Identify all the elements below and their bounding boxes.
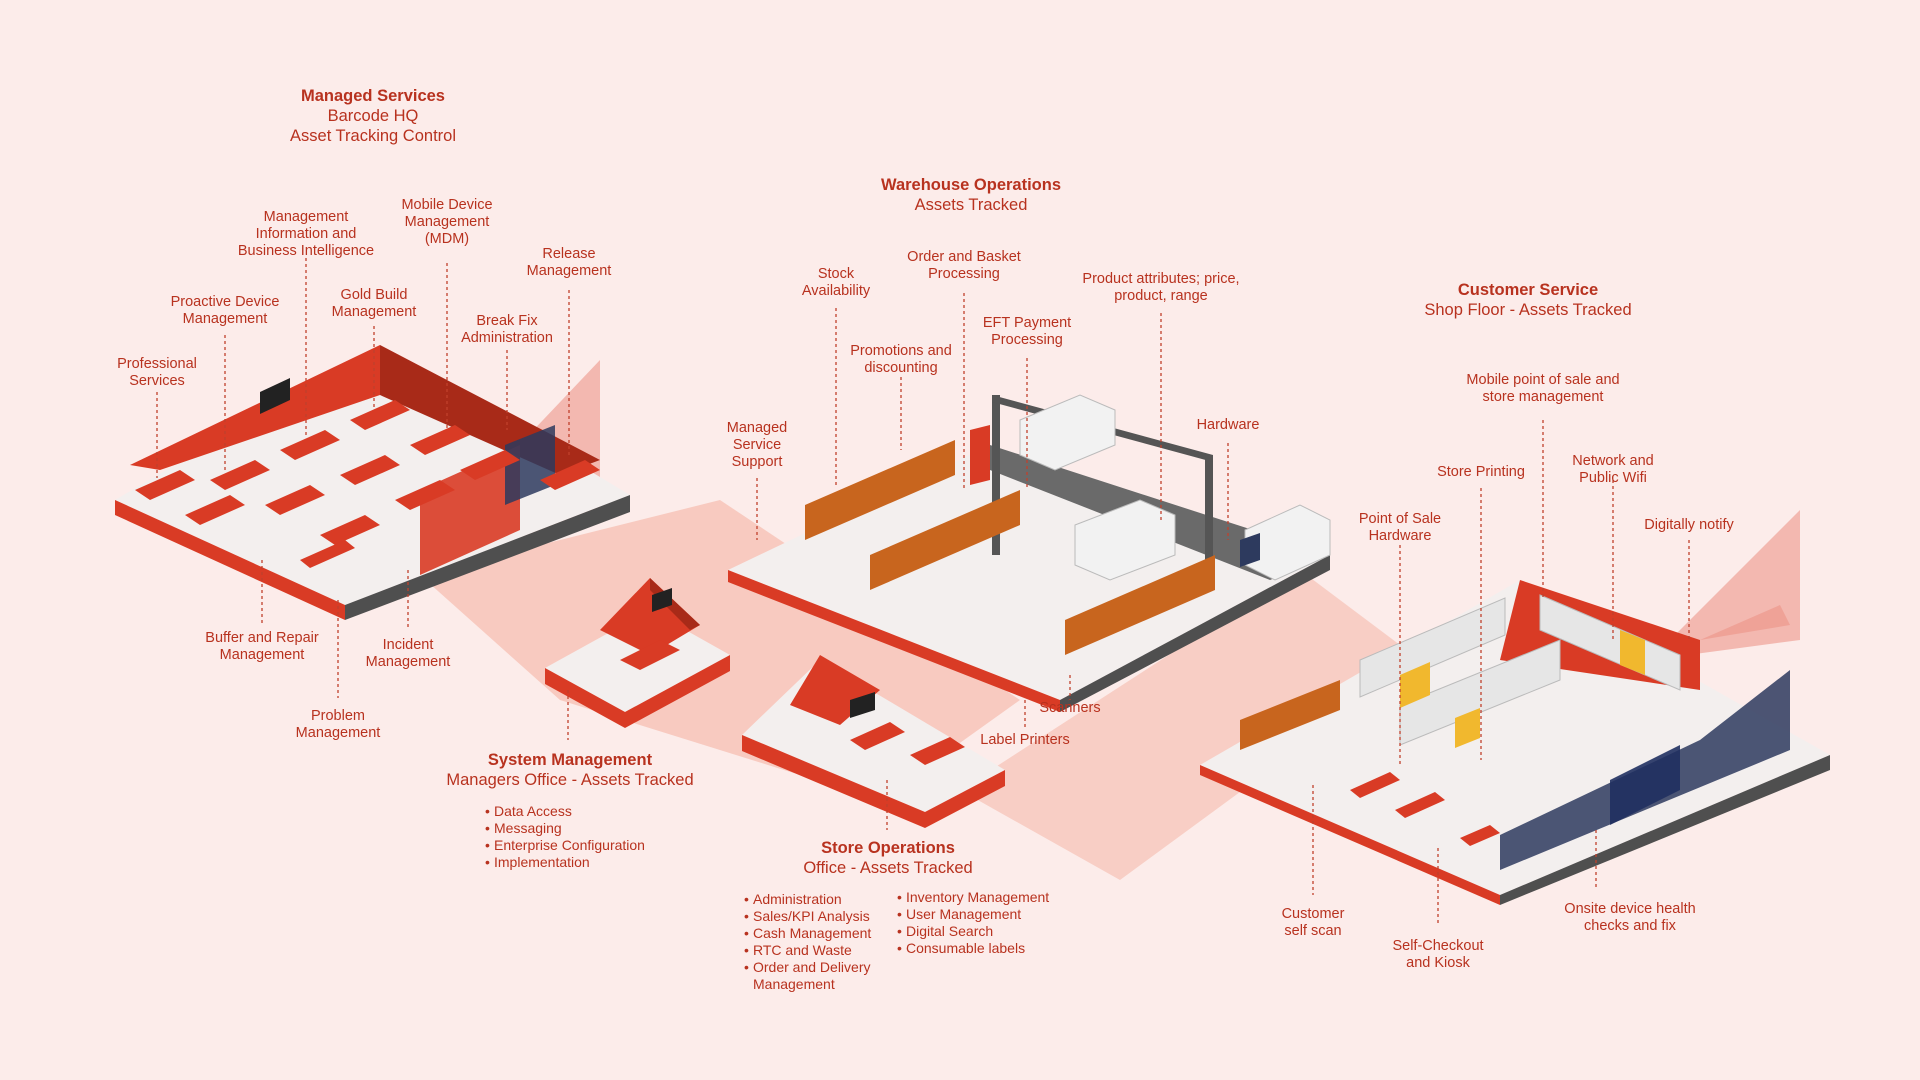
list-item: Digital Search [897, 923, 1049, 940]
shop-shelves [1240, 594, 1681, 750]
list-item: Implementation [485, 854, 645, 871]
label-store-printing: Store Printing [1437, 464, 1525, 480]
section-title: Managed Services [300, 87, 445, 105]
label-buffer-repair: Buffer and Repair Management [205, 630, 319, 663]
list-item: RTC and Waste [744, 942, 871, 959]
light-cone [1700, 605, 1790, 640]
label-mdm: Mobile Device Management (MDM) [401, 197, 493, 247]
system-mgmt-room [545, 578, 730, 728]
label-customer-self-scan: Customer self scan [1281, 906, 1345, 939]
warehouse-shelves [805, 440, 1215, 655]
label-scanners: Scanners [1039, 700, 1101, 716]
label-onsite-health: Onsite device health checks and fix [1564, 901, 1696, 934]
label-product-attributes: Product attributes; price, product, rang… [1082, 271, 1240, 304]
list-item: User Management [897, 906, 1049, 923]
label-pos-hardware: Point of Sale Hardware [1358, 511, 1442, 544]
list-item: Enterprise Configuration [485, 837, 645, 854]
system-management-list: Data Access Messaging Enterprise Configu… [485, 803, 645, 871]
store-operations-block: Store Operations Office - Assets Tracked [803, 838, 972, 878]
label-mobile-pos: Mobile point of sale and store managemen… [1466, 372, 1620, 405]
section-title: System Management [487, 751, 653, 769]
label-eft: EFT Payment Processing [982, 315, 1072, 348]
managed-services-block: Managed Services Barcode HQ Asset Tracki… [290, 86, 456, 146]
section-subtitle: Shop Floor - Assets Tracked [1424, 301, 1632, 319]
label-self-checkout: Self-Checkout and Kiosk [1392, 938, 1484, 971]
label-break-fix: Break Fix Administration [461, 313, 553, 346]
connection-beam [960, 570, 1420, 880]
list-item: Messaging [485, 820, 645, 837]
hq-desks [135, 400, 600, 568]
list-item: Cash Management [744, 925, 871, 942]
label-proactive-device: Proactive Device Management [170, 294, 280, 327]
list-item: Order and Delivery Management [744, 959, 871, 993]
label-release: Release Management [526, 246, 612, 279]
label-professional-services: Professional Services [117, 356, 197, 389]
section-subtitle: Managers Office - Assets Tracked [446, 771, 694, 789]
section-subtitle: Barcode HQ [327, 107, 419, 125]
section-title: Customer Service [1457, 281, 1599, 299]
section-subtitle: Assets Tracked [914, 196, 1028, 214]
list-item: Consumable labels [897, 940, 1049, 957]
section-title: Warehouse Operations [880, 176, 1062, 194]
customer-service-block: Customer Service Shop Floor - Assets Tra… [1424, 280, 1631, 320]
label-problem: Problem Management [295, 708, 381, 741]
shop-floor-platform [1200, 580, 1830, 905]
store-ops-room [742, 655, 1005, 828]
store-operations-list-left: Administration Sales/KPI Analysis Cash M… [744, 891, 871, 993]
section-subtitle: Asset Tracking Control [290, 127, 456, 145]
list-item: Sales/KPI Analysis [744, 908, 871, 925]
warehouse-trucks [1019, 394, 1331, 581]
warehouse-block: Warehouse Operations Assets Tracked [881, 175, 1061, 215]
list-item: Inventory Management [897, 889, 1049, 906]
store-operations-list-right: Inventory Management User Management Dig… [897, 889, 1049, 957]
label-managed-service-support: Managed Service Support [726, 420, 788, 470]
label-promotions: Promotions and discounting [850, 343, 952, 376]
label-mi-bi: Management Information and Business Inte… [237, 209, 375, 259]
list-item: Data Access [485, 803, 645, 820]
list-item: Administration [744, 891, 871, 908]
light-cone [1650, 510, 1800, 660]
system-management-block: System Management Managers Office - Asse… [446, 750, 693, 790]
section-subtitle: Office - Assets Tracked [803, 859, 973, 877]
label-stock-availability: Stock Availability [801, 266, 871, 299]
label-digitally-notify: Digitally notify [1644, 517, 1734, 533]
section-title: Store Operations [821, 839, 955, 857]
label-label-printers: Label Printers [980, 732, 1070, 748]
label-network-wifi: Network and Public Wifi [1572, 453, 1654, 486]
shop-checkouts [1350, 772, 1500, 846]
label-hardware: Hardware [1196, 417, 1260, 433]
label-incident: Incident Management [365, 637, 451, 670]
leader-lines [156, 258, 1690, 925]
label-order-basket: Order and Basket Processing [907, 249, 1021, 282]
label-gold-build: Gold Build Management [331, 287, 417, 320]
